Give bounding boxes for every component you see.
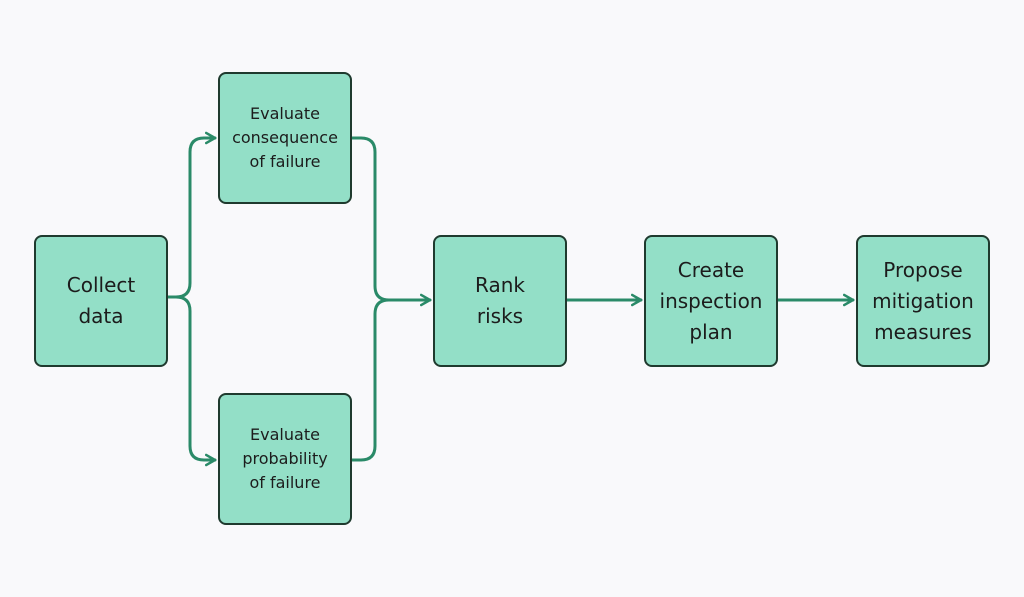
edge-collect-to-consequence [166, 131, 217, 299]
node-create-inspection-plan: Create inspection plan [644, 235, 778, 367]
node-label: Rank risks [475, 273, 525, 328]
edge-collect-to-probability [166, 295, 217, 467]
node-label: Collect data [66, 273, 136, 328]
edge-consequence-to-rank [350, 136, 432, 307]
node-label: Propose mitigation measures [872, 257, 974, 344]
node-rank-risks: Rank risks [433, 235, 567, 367]
node-label: Evaluate probability of failure [242, 425, 328, 492]
node-evaluate-probability: Evaluate probability of failure [218, 393, 352, 525]
node-evaluate-consequence: Evaluate consequence of failure [218, 72, 352, 204]
node-label: Evaluate consequence of failure [232, 104, 338, 171]
edge-probability-to-rank [350, 298, 391, 462]
node-label: Create inspection plan [659, 257, 763, 344]
node-propose-mitigation: Propose mitigation measures [856, 235, 990, 367]
node-collect-data: Collect data [34, 235, 168, 367]
